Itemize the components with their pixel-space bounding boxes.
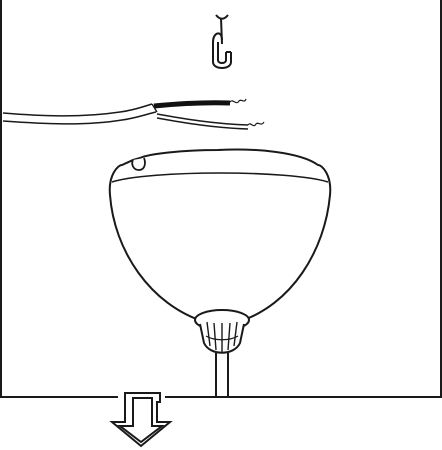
cord-icon: [215, 353, 229, 397]
down-arrow-icon: [109, 392, 173, 448]
hook-icon: [212, 14, 232, 69]
ceiling-outline: [0, 0, 442, 398]
wire-light-top: [156, 113, 249, 126]
bowl-shade-icon: [108, 148, 332, 323]
gland-icon: [194, 309, 250, 354]
wire-light-bottom: [156, 117, 249, 130]
cable-icon: [2, 98, 265, 130]
wire-dark: [153, 100, 231, 109]
